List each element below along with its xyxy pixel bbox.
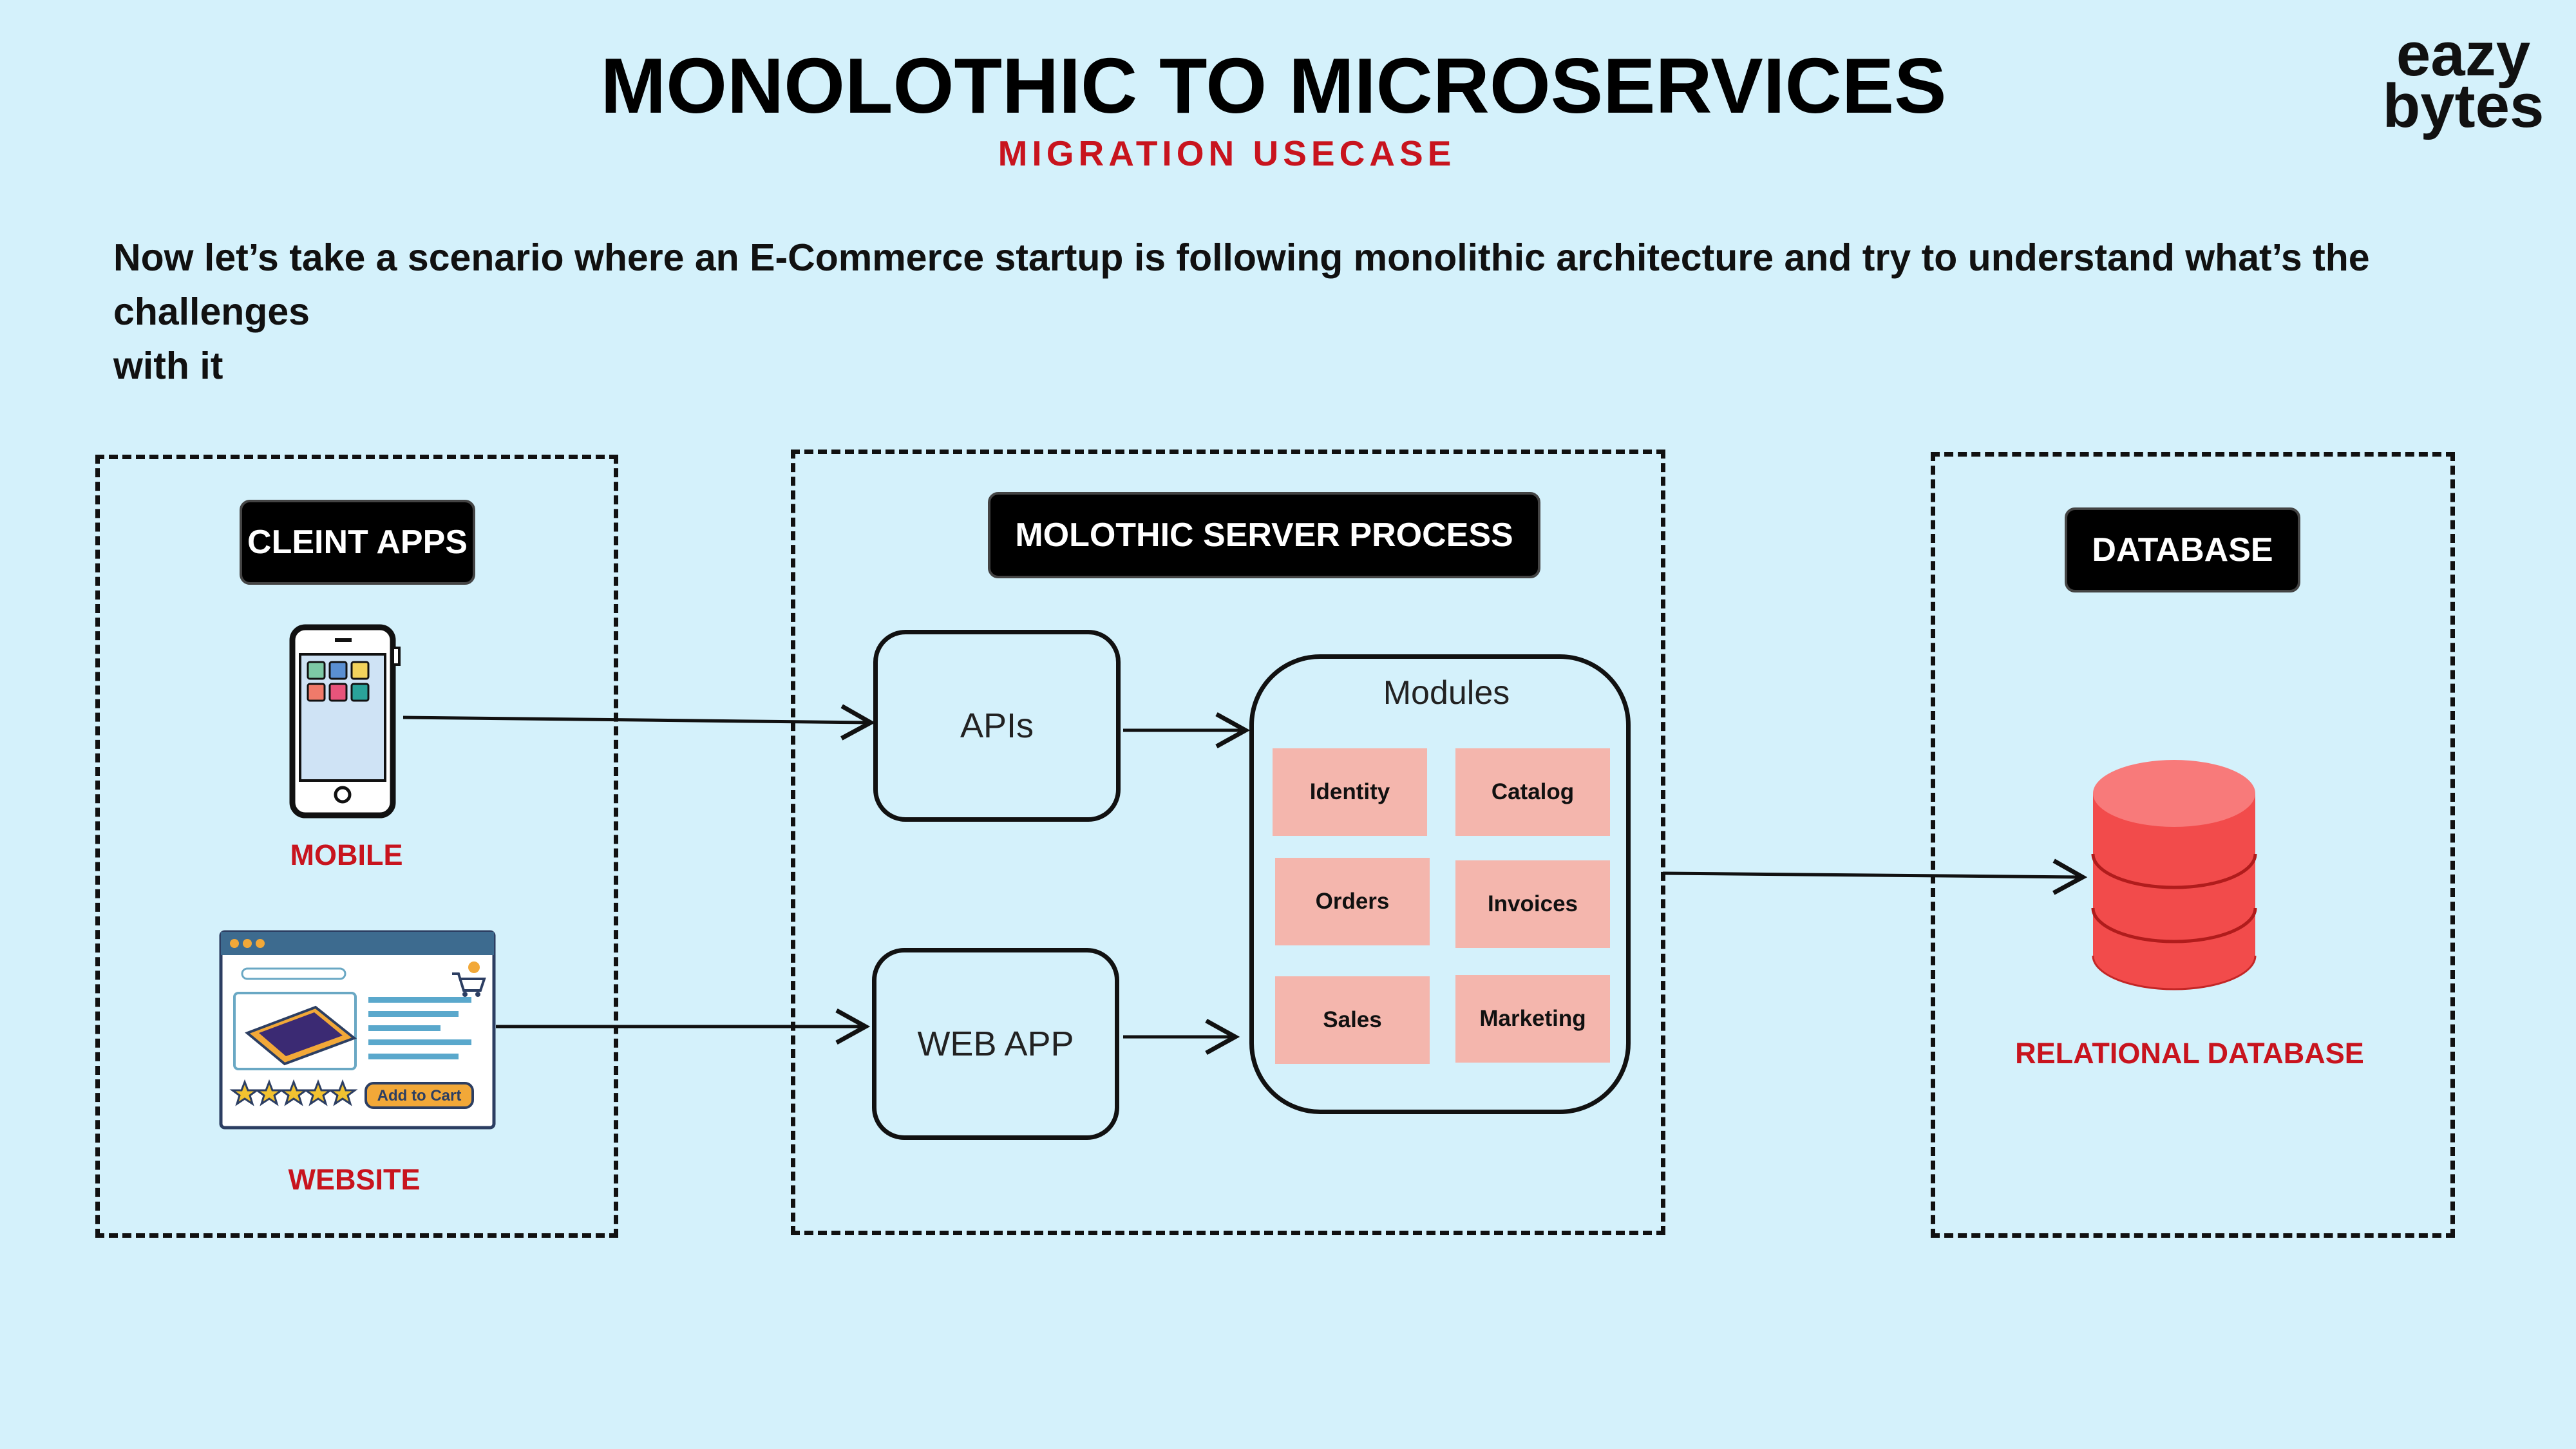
database-section xyxy=(1931,452,2455,1238)
modules-title: Modules xyxy=(1383,674,1510,712)
page-subtitle: MIGRATION USECASE xyxy=(998,133,1456,173)
module-identity: Identity xyxy=(1273,748,1427,836)
page-title: MONOLOTHIC TO MICROSERVICES xyxy=(600,42,1947,129)
mobile-label: MOBILE xyxy=(290,838,403,871)
arrow-server-to-database xyxy=(1662,858,2088,895)
database-cylinder-icon xyxy=(2091,760,2257,990)
eazybytes-logo: eazy bytes xyxy=(2376,20,2550,140)
module-catalog: Catalog xyxy=(1455,748,1610,836)
webapp-box: WEB APP xyxy=(872,948,1119,1140)
arrow-mobile-to-apis xyxy=(402,704,876,741)
add-to-cart-text: Add to Cart xyxy=(377,1087,462,1104)
intro-line-1: Now let’s take a scenario where an E-Com… xyxy=(113,236,2370,333)
intro-text: Now let’s take a scenario where an E-Com… xyxy=(113,231,2548,393)
smartphone-icon xyxy=(289,624,401,819)
module-sales: Sales xyxy=(1275,976,1430,1064)
browser-window-icon: Add to Cart xyxy=(219,930,496,1130)
intro-line-2: with it xyxy=(113,345,223,387)
database-header: DATABASE xyxy=(2065,507,2300,592)
shopping-cart-icon xyxy=(452,961,486,997)
client-apps-header: CLEINT APPS xyxy=(240,500,475,585)
logo-line-2: bytes xyxy=(2382,71,2544,140)
modules-container xyxy=(1249,654,1631,1114)
client-apps-section xyxy=(95,455,618,1238)
module-invoices: Invoices xyxy=(1455,860,1610,948)
module-orders: Orders xyxy=(1275,858,1430,945)
apis-box: APIs xyxy=(873,630,1121,822)
module-marketing: Marketing xyxy=(1455,975,1610,1063)
database-label: RELATIONAL DATABASE xyxy=(2015,1037,2364,1070)
logo-line-1: eazy xyxy=(2396,20,2531,89)
server-header: MOLOTHIC SERVER PROCESS xyxy=(988,492,1540,578)
website-label: WEBSITE xyxy=(288,1163,421,1196)
star-icon xyxy=(229,1079,358,1106)
server-section xyxy=(791,450,1665,1235)
